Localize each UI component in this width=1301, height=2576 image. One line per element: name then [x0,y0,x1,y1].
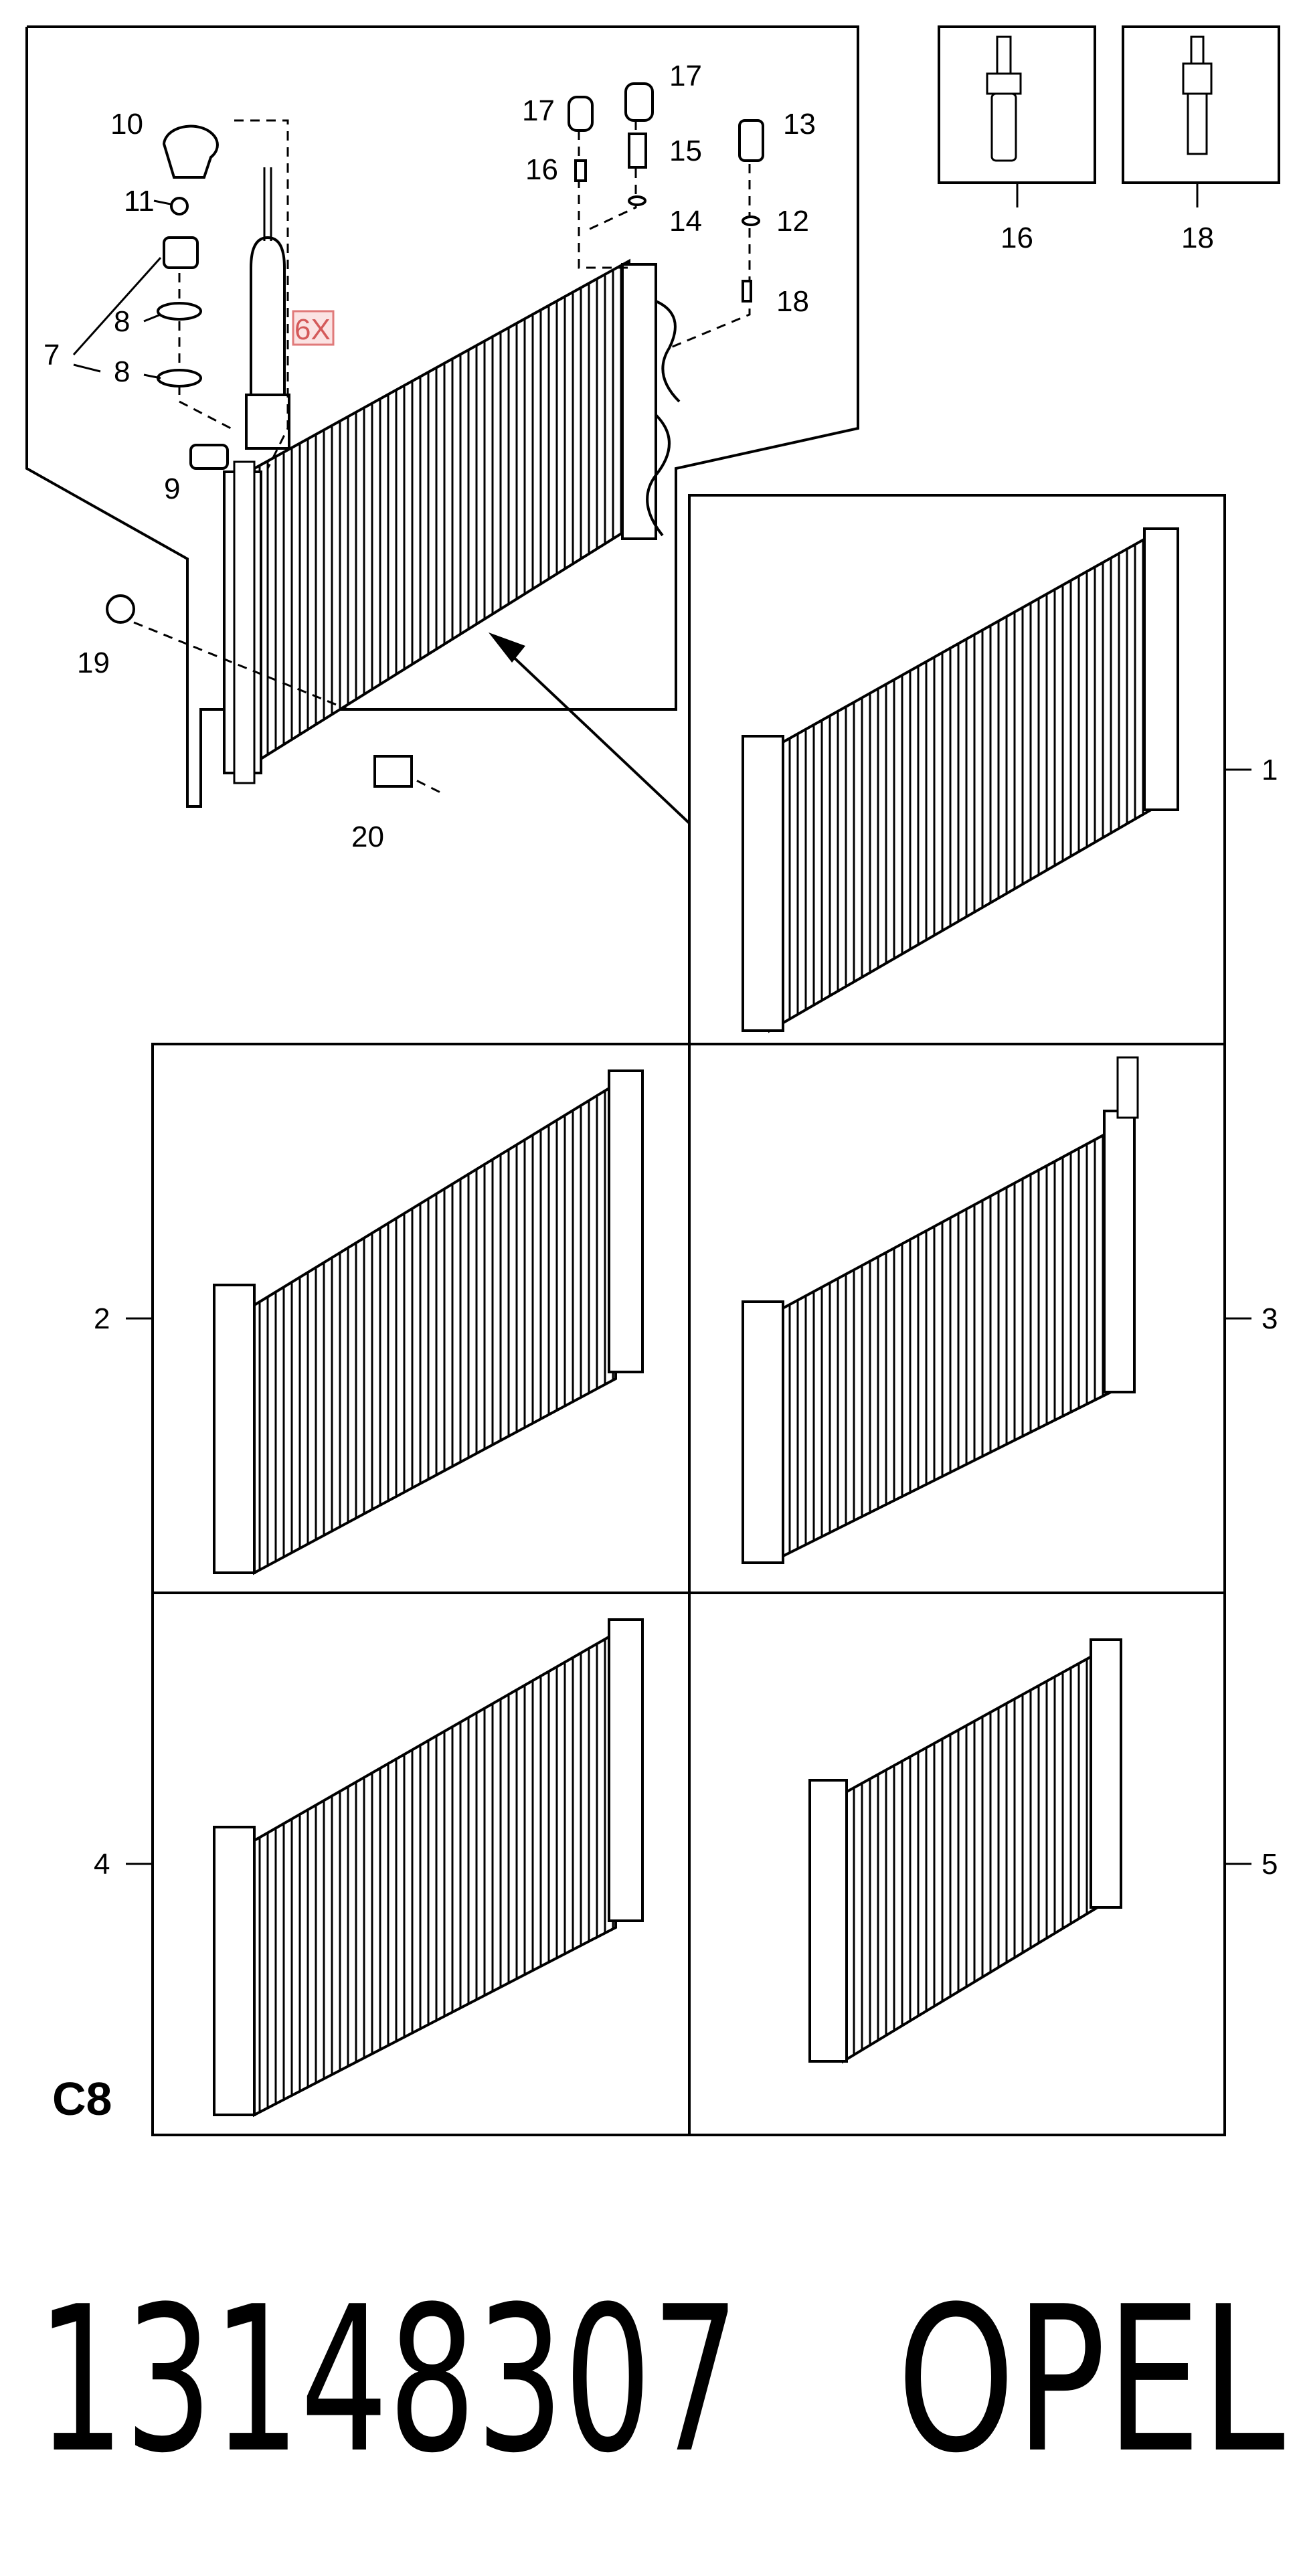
variant-label-3: 3 [1262,1302,1278,1335]
callout-20: 20 [351,821,384,853]
part-14-oring [628,195,646,206]
inset-label-16: 16 [1001,222,1033,254]
callout-11: 11 [124,185,155,218]
variant-grid [151,494,1226,2136]
variant-label-5: 5 [1262,1848,1278,1881]
part-12-oring [742,216,760,226]
highlight-6x-box [292,310,335,346]
inset-label-18: 18 [1181,222,1214,254]
callout-14: 14 [669,205,702,238]
condenser-main [223,258,681,784]
callout-12: 12 [776,205,809,238]
variant-1-condenser [742,527,1179,1033]
variant-4-condenser [213,1618,644,2118]
exploded-view-frame [25,25,859,808]
callout-6x: 6X [294,313,331,346]
part-17-cap-b [624,82,654,122]
part-20-nut [373,755,413,788]
part-18-valve [742,280,752,303]
callout-19: 19 [77,647,110,679]
callout-10: 10 [110,108,143,141]
leader-lines [133,119,751,794]
part-8-oring-a [157,302,202,321]
callout-ticks [72,199,171,379]
section-code: C8 [52,2073,112,2125]
part-19-bolt [106,594,135,624]
variant-label-4: 4 [94,1848,110,1881]
callout-9: 9 [164,473,180,505]
callout-7: 7 [44,339,60,371]
part-11-screw [170,197,189,216]
part-7-plug [163,236,199,269]
callout-8b: 8 [114,355,130,388]
callout-13: 13 [783,108,816,141]
callout-labels: 10 11 7 8 8 9 19 20 17 16 17 15 14 13 12… [44,60,816,853]
callout-8a: 8 [114,305,130,338]
part-8-oring-b [157,369,202,388]
part-9-bracket [189,444,229,470]
variant-ticks [126,768,1251,1865]
part-13-sensor [738,119,764,162]
part-17-cap-a [568,96,594,132]
variant-5-condenser [808,1638,1122,2064]
brand-name: OPEL [897,2263,1286,2497]
variant-labels: 1 2 3 4 5 [94,754,1278,1881]
part-15-valve [628,133,647,169]
callout-17a: 17 [522,94,555,127]
callout-16: 16 [525,153,558,186]
callout-17b: 17 [669,60,702,92]
variant-2-condenser [213,1069,644,1575]
part-number: 13148307 [37,2263,740,2497]
inset-18: 18 [1122,25,1280,254]
variant-label-2: 2 [94,1302,110,1335]
pointer-arrow [489,632,691,825]
part-16-valve [574,159,587,182]
dryer-cartridge [245,167,290,450]
inset-16: 16 [938,25,1096,254]
variant-3-condenser [742,1056,1139,1564]
part-10-clip [162,124,219,179]
callout-18: 18 [776,285,809,318]
small-parts [106,82,764,788]
callout-15: 15 [669,135,702,167]
variant-label-1: 1 [1262,754,1278,786]
